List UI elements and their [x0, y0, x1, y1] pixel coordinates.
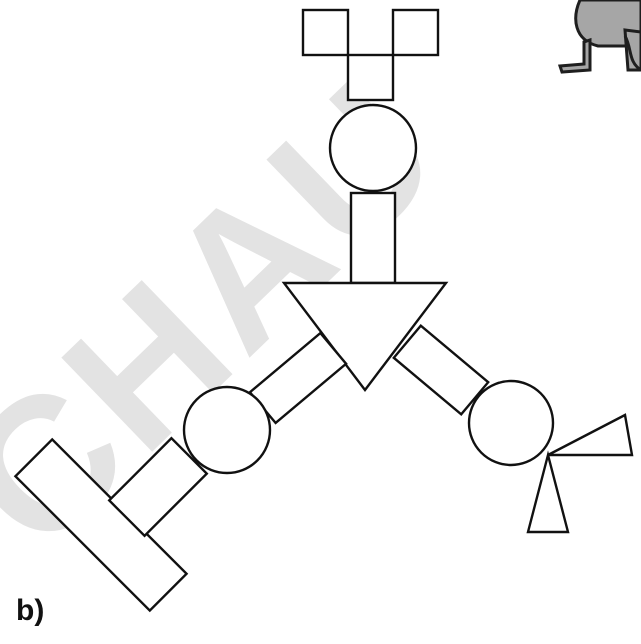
- right-connector-rect: [392, 323, 490, 417]
- left-circle: [182, 385, 272, 475]
- right-circle: [467, 379, 555, 467]
- top-middle-square: [346, 53, 395, 102]
- figure-label: b): [16, 594, 45, 627]
- left-rect-cross: [13, 436, 209, 613]
- right-upper-triangle: [547, 413, 634, 457]
- right-lower-triangle: [526, 450, 570, 534]
- cartoon-creature: [557, 0, 641, 74]
- top-connector-rect: [349, 191, 397, 285]
- left-cross-short-rect: [107, 436, 209, 538]
- top-right-square: [391, 8, 440, 57]
- top-square-cross: [301, 8, 440, 102]
- top-left-square: [301, 8, 350, 57]
- right-triangle-pair: [526, 413, 634, 534]
- top-circle: [328, 103, 418, 193]
